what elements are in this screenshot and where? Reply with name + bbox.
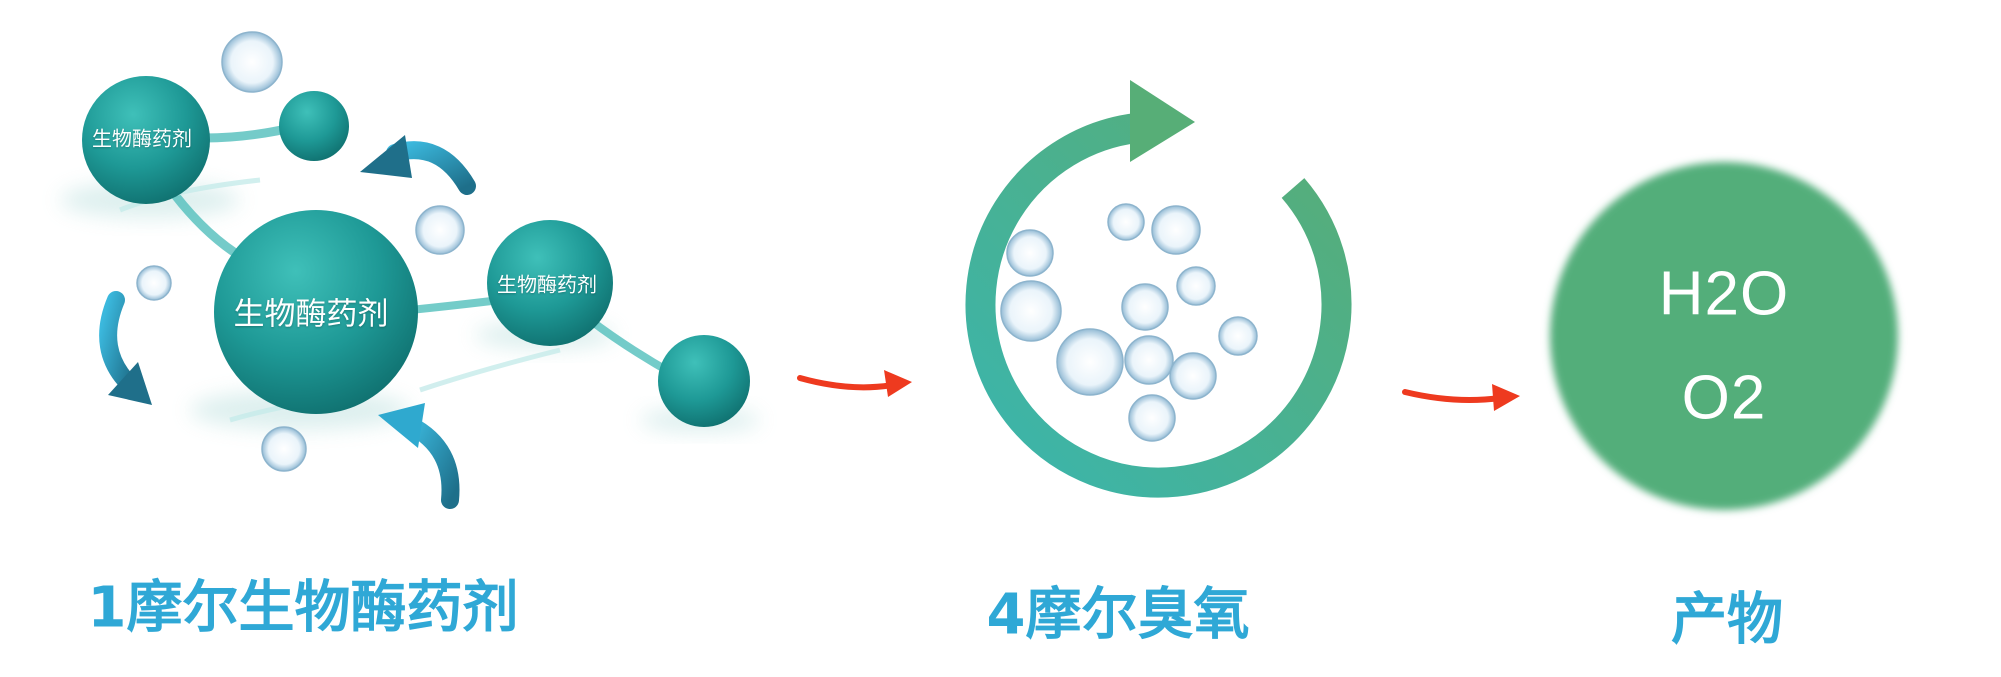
bubble [261,426,307,472]
bubble [1124,335,1174,385]
sphere-label-center: 生物酶药剂 [233,296,389,333]
cycle-arrowhead-icon [1130,80,1195,162]
curl-arrow-icon [360,135,476,195]
caption-enzyme: 1摩尔生物酶药剂 [87,575,519,641]
bubble [1169,352,1217,400]
product-circle [1550,162,1898,510]
curl-arrow-icon [378,403,460,509]
enzyme-molecule-cluster [60,31,760,509]
enzyme-sphere-center [214,210,418,414]
bubble [415,205,465,255]
product-h2o: H2O [1658,259,1790,329]
bubble [136,265,172,301]
bubble [1151,205,1201,255]
reaction-arrow-2 [1402,384,1520,411]
bubble [1006,229,1054,277]
small-teal-sphere [279,91,349,161]
ozone-cycle [965,80,1352,498]
cycle-ring [965,113,1352,498]
enzyme-sphere-right [487,220,613,346]
curl-arrow-icon [99,291,152,405]
bubble [1128,394,1176,442]
reaction-arrow-1 [797,370,912,397]
caption-product: 产物 [1671,587,1783,653]
bubble [1056,328,1124,396]
sphere-label-top-left: 生物酶药剂 [92,126,192,151]
bond [406,296,504,314]
bubble [1107,203,1145,241]
ozone-bubbles [1000,203,1258,442]
enzyme-sphere-top-left [82,76,210,204]
bubble [1121,283,1169,331]
bubble [1000,280,1062,342]
sphere-label-right: 生物酶药剂 [497,272,597,297]
product-o2: O2 [1681,363,1767,433]
bubble [221,31,283,93]
small-teal-sphere [658,335,750,427]
bubble [1218,316,1258,356]
bubble [1176,266,1216,306]
caption-ozone: 4摩尔臭氧 [986,582,1250,648]
molecule-bubbles [136,31,465,472]
